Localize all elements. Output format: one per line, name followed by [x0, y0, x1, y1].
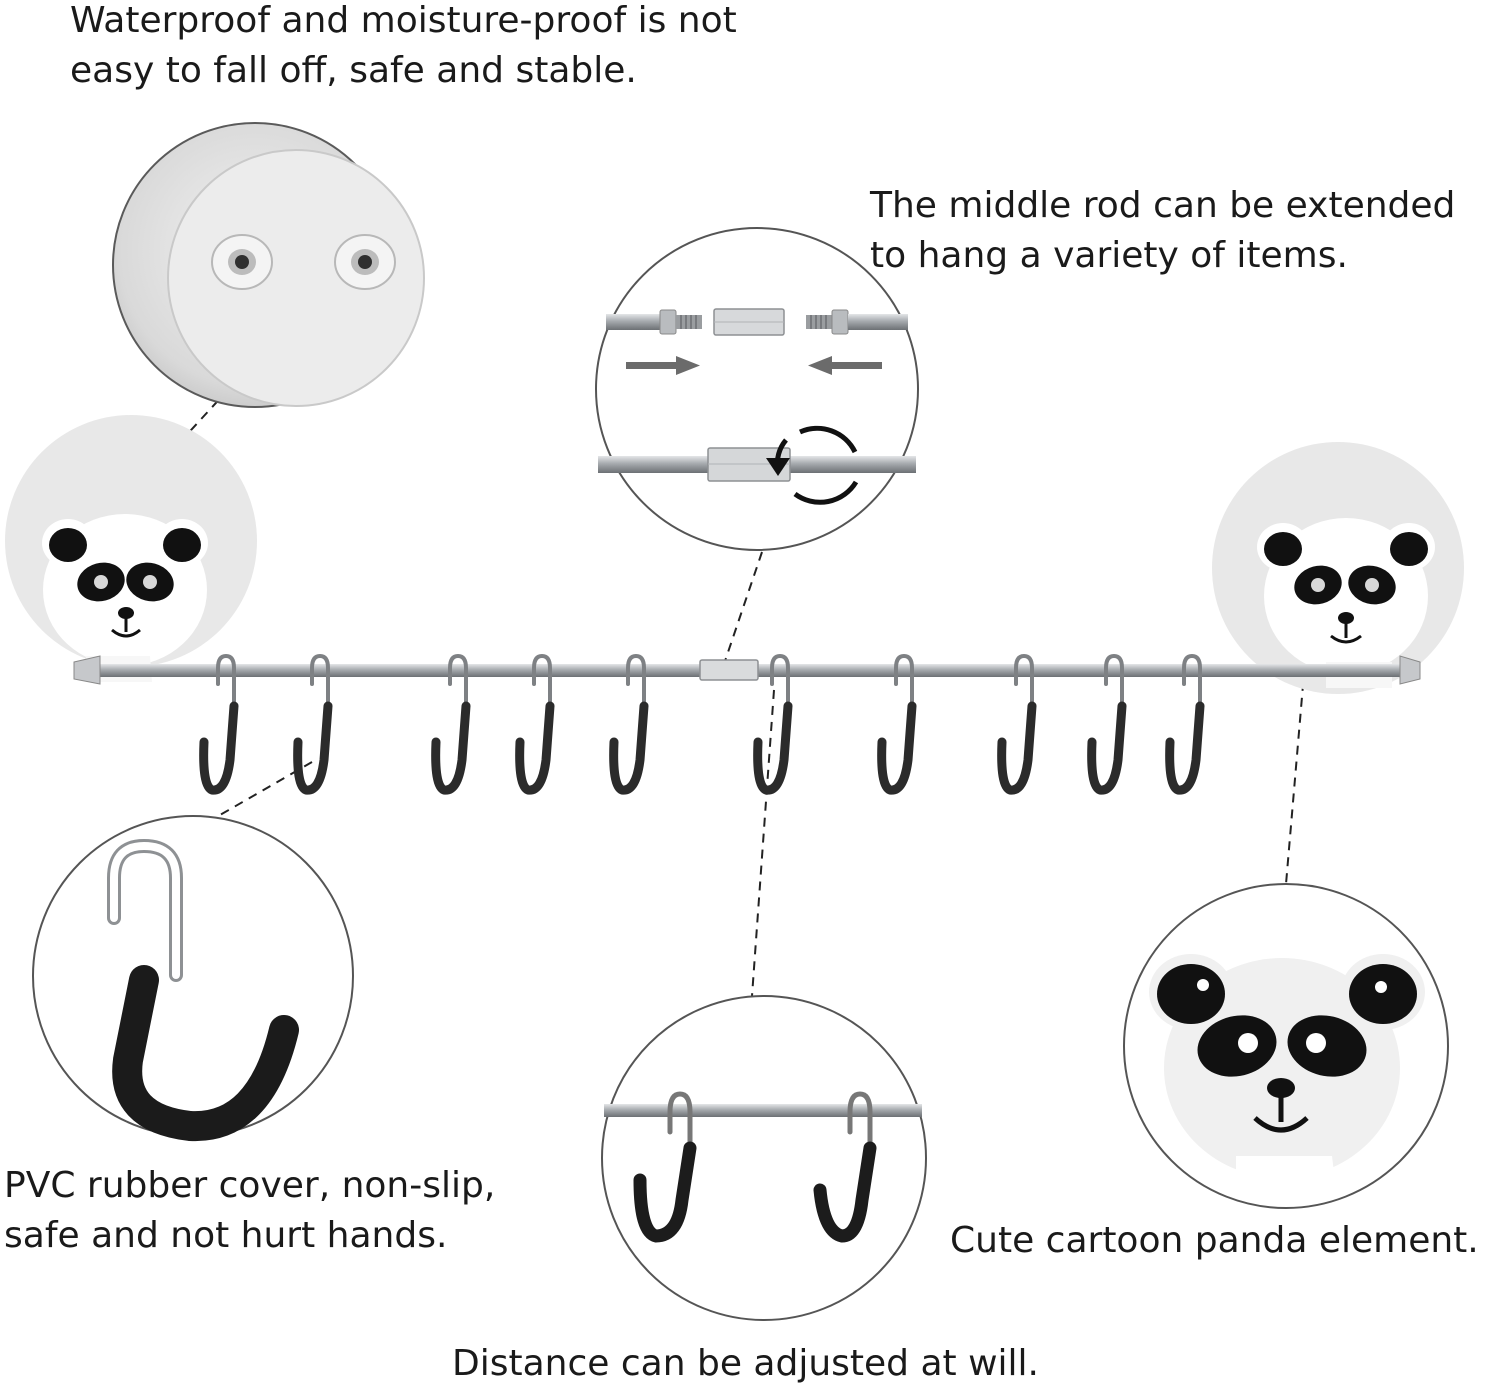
hook	[753, 653, 793, 795]
main-product	[5, 415, 1464, 694]
hook	[877, 653, 917, 795]
hook	[609, 653, 649, 795]
callout-line-panda	[1285, 649, 1307, 885]
caption-waterproof-line-1: Waterproof and moisture-proof is not	[70, 0, 737, 41]
hook	[199, 653, 239, 795]
hook-detail	[32, 815, 354, 1142]
arrow-left-icon	[808, 356, 882, 375]
suction-plate-detail	[112, 122, 425, 408]
hook	[1165, 653, 1205, 795]
caption-waterproof: Waterproof and moisture-proof is not eas…	[70, 0, 737, 96]
suction-screw-left	[211, 234, 273, 290]
spacing-detail	[601, 995, 927, 1321]
panda-detail	[1123, 883, 1449, 1209]
hooks-group	[199, 653, 1205, 795]
caption-pvc-cover: PVC rubber cover, non-slip, safe and not…	[4, 1161, 495, 1261]
callout-line-spacing	[751, 689, 775, 997]
callout-line-coupler	[723, 551, 763, 665]
rod-end-cap-right	[1399, 655, 1421, 685]
suction-screw-right	[334, 234, 396, 290]
hook	[293, 653, 333, 795]
caption-middle-rod: The middle rod can be extended to hang a…	[870, 181, 1455, 281]
hook	[515, 653, 555, 795]
caption-waterproof-line-2: easy to fall off, safe and stable.	[70, 50, 637, 91]
caption-middle-rod-line-1: The middle rod can be extended	[870, 185, 1456, 226]
caption-pvc-line-1: PVC rubber cover, non-slip,	[4, 1165, 496, 1206]
hook	[997, 653, 1037, 795]
caption-distance-line: Distance can be adjusted at will.	[452, 1343, 1039, 1384]
coupler-detail	[595, 227, 919, 551]
hook	[1087, 653, 1127, 795]
spacing-hook-right	[813, 1091, 877, 1243]
caption-panda: Cute cartoon panda element.	[950, 1216, 1479, 1266]
caption-panda-line: Cute cartoon panda element.	[950, 1220, 1479, 1261]
rod-coupler	[699, 659, 759, 681]
caption-pvc-line-2: safe and not hurt hands.	[4, 1215, 448, 1256]
arrow-right-icon	[626, 356, 700, 375]
rotate-arrowhead	[766, 458, 790, 476]
rod-end-cap-left	[73, 655, 101, 685]
caption-middle-rod-line-2: to hang a variety of items.	[870, 235, 1348, 276]
hook	[431, 653, 471, 795]
left-panda-mount	[5, 415, 257, 682]
spacing-hook-left	[633, 1091, 697, 1243]
caption-distance: Distance can be adjusted at will.	[452, 1339, 1039, 1389]
right-panda-mount	[1212, 442, 1464, 694]
